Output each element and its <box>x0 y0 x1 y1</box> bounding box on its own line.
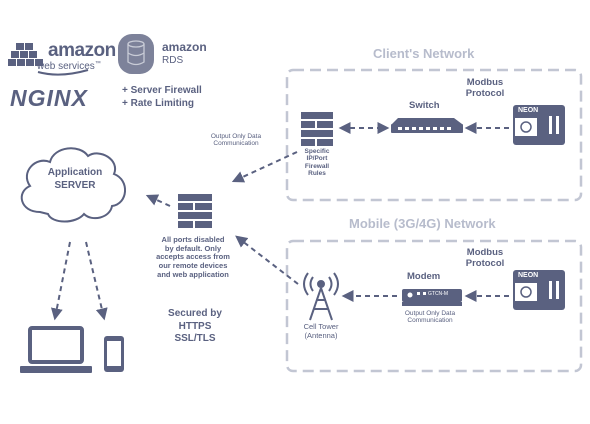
mobile-network-box <box>285 239 583 373</box>
cloud-icon <box>20 147 126 223</box>
connection-arrows <box>50 122 509 321</box>
mobile-protocol-label: Modbus Protocol <box>465 247 505 269</box>
mobile-output-comm-label: Output Only Data Communication <box>404 310 456 325</box>
switch-label: Switch <box>409 100 440 111</box>
modem-label: Modem <box>407 271 441 282</box>
nginx-feature-1: + Server Firewall <box>122 85 202 96</box>
neon-device-mobile-icon <box>513 270 565 310</box>
nginx-feature-2: + Rate Limiting <box>122 98 194 109</box>
firewall-client-icon <box>301 112 333 146</box>
neon-mobile-label: NEON <box>518 272 539 279</box>
arrow-firewall-to-cloud <box>145 194 171 207</box>
laptop-icon <box>20 326 92 373</box>
modem-model-label: GTCN-M <box>428 291 448 297</box>
arrow-cloud-to-laptop <box>50 241 71 321</box>
client-network-box <box>285 68 583 202</box>
arrow-tower-to-firewall <box>235 235 299 285</box>
mobile-network-title: Mobile (3G/4G) Network <box>349 216 496 231</box>
rds-text-line2: RDS <box>162 55 184 66</box>
cell-tower-label: Cell Tower (Antenna) <box>303 322 339 340</box>
rds-icon <box>118 34 154 74</box>
client-network-title: Client's Network <box>373 46 475 61</box>
server-label-line2: SERVER <box>54 180 96 191</box>
aws-text-line2: web services™ <box>37 61 101 72</box>
client-output-comm-label: Output Only Data Communication <box>210 133 262 148</box>
firewall-center-description: All ports disabled by default. Only acce… <box>156 235 230 279</box>
mobile-phone-icon <box>104 336 124 372</box>
neon-client-label: NEON <box>518 107 539 114</box>
nginx-logo-icon: NGINX <box>10 85 88 111</box>
neon-device-client-icon <box>513 105 565 145</box>
rds-text-line1: amazon <box>162 40 207 54</box>
arrow-cloud-to-phone <box>85 241 108 321</box>
cell-tower-icon <box>303 272 339 321</box>
client-firewall-rules-label: Specific IP/Port Firewall Rules <box>304 148 330 178</box>
firewall-center-icon <box>178 194 212 228</box>
arrow-client-to-server <box>231 151 298 183</box>
client-protocol-label: Modbus Protocol <box>465 77 505 99</box>
aws-logo-icon <box>8 43 89 76</box>
switch-icon <box>391 118 463 133</box>
aws-text-line1: amazon <box>48 40 116 61</box>
secured-label: Secured by HTTPS SSL/TLS <box>168 308 222 344</box>
server-label-line1: Application <box>47 167 103 178</box>
modem-icon <box>402 289 462 306</box>
